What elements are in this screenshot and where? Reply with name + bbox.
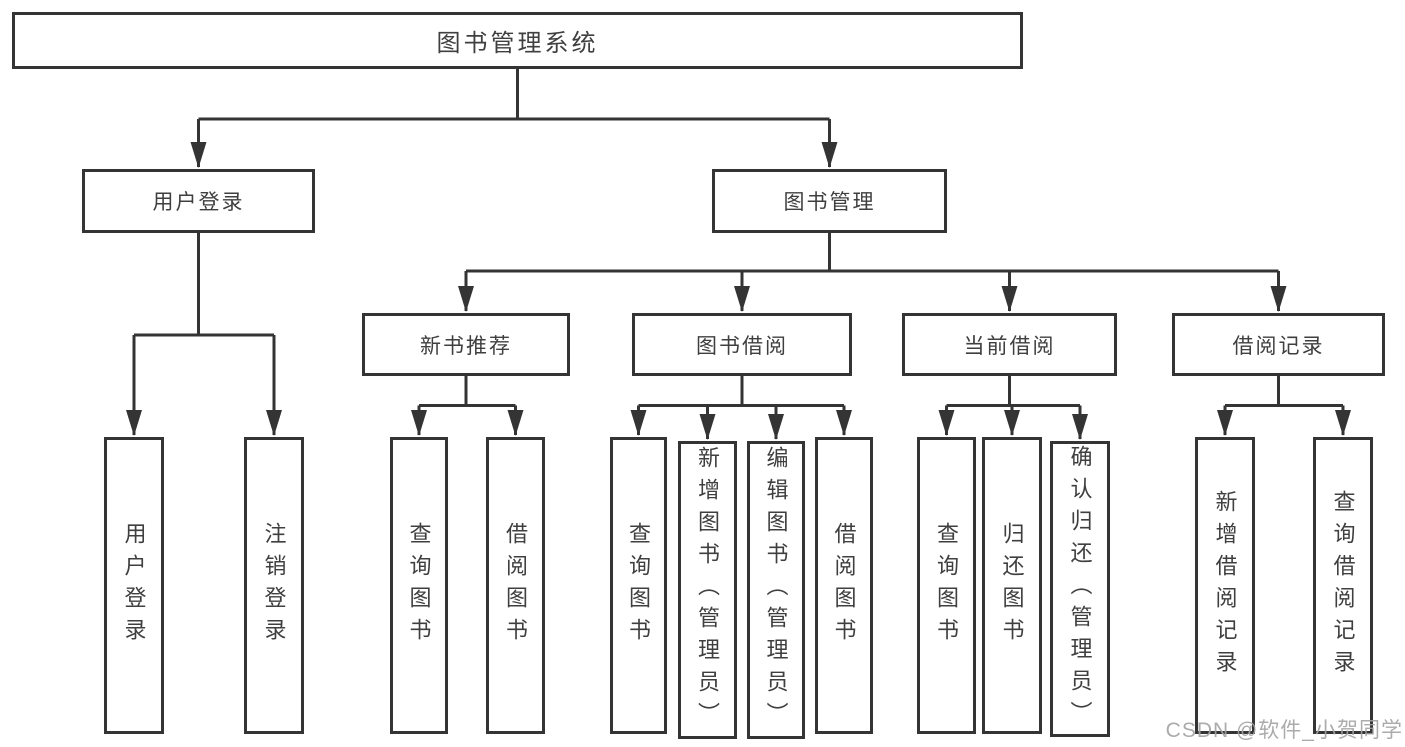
leaf-current-query-book: 查询图书 [917,437,976,734]
node-new-book-recommend: 新书推荐 [362,313,570,376]
leaf-label: 归还图书 [999,521,1025,650]
leaf-recommend-query-book: 查询图书 [390,437,448,734]
connector-new-book-recommend [411,375,524,436]
leaf-label: 编辑图书（管理员） [763,446,789,734]
leaf-add-book-admin: 新增图书（管理员） [678,441,737,739]
leaf-label: 借阅图书 [831,521,857,650]
leaf-add-borrow-record: 新增借阅记录 [1195,437,1255,734]
node-book-management: 图书管理 [712,169,947,233]
leaf-label: 借阅图书 [503,521,529,650]
csdn-watermark: CSDN @软件_小贺同学 [1165,719,1403,742]
connector-current-borrow [938,375,1088,440]
node-current-borrow: 当前借阅 [902,313,1117,376]
leaf-logout: 注销登录 [244,437,304,734]
node-system-root: 图书管理系统 [12,12,1023,69]
connector-user-login [126,232,282,436]
leaf-recommend-borrow-book: 借阅图书 [486,437,545,734]
leaf-user-login: 用户登录 [104,437,164,734]
leaf-label: 确认归还（管理员） [1067,445,1093,733]
leaf-label: 新增图书（管理员） [695,446,721,734]
node-book-borrow: 图书借阅 [632,313,852,376]
leaf-label: 新增借阅记录 [1212,489,1238,682]
leaf-label: 查询借阅记录 [1330,489,1356,682]
leaf-label: 查询图书 [406,521,432,650]
node-user-login: 用户登录 [82,169,315,233]
leaf-label: 注销登录 [261,521,287,650]
node-borrow-records: 借阅记录 [1172,313,1385,376]
leaf-label: 查询图书 [626,521,652,650]
leaf-borrow-query-book: 查询图书 [610,437,667,734]
leaf-return-book: 归还图书 [982,437,1042,734]
connector-book-borrow [630,375,852,440]
connector-root [190,68,838,168]
leaf-query-borrow-record: 查询借阅记录 [1313,437,1373,734]
leaf-label: 查询图书 [934,521,960,650]
leaf-confirm-return-admin: 确认归还（管理员） [1050,441,1110,737]
leaf-label: 用户登录 [121,521,147,650]
leaf-edit-book-admin: 编辑图书（管理员） [747,441,805,739]
connector-book-management [458,232,1287,312]
leaf-borrow-book: 借阅图书 [815,437,873,734]
connector-borrow-records [1217,375,1351,436]
